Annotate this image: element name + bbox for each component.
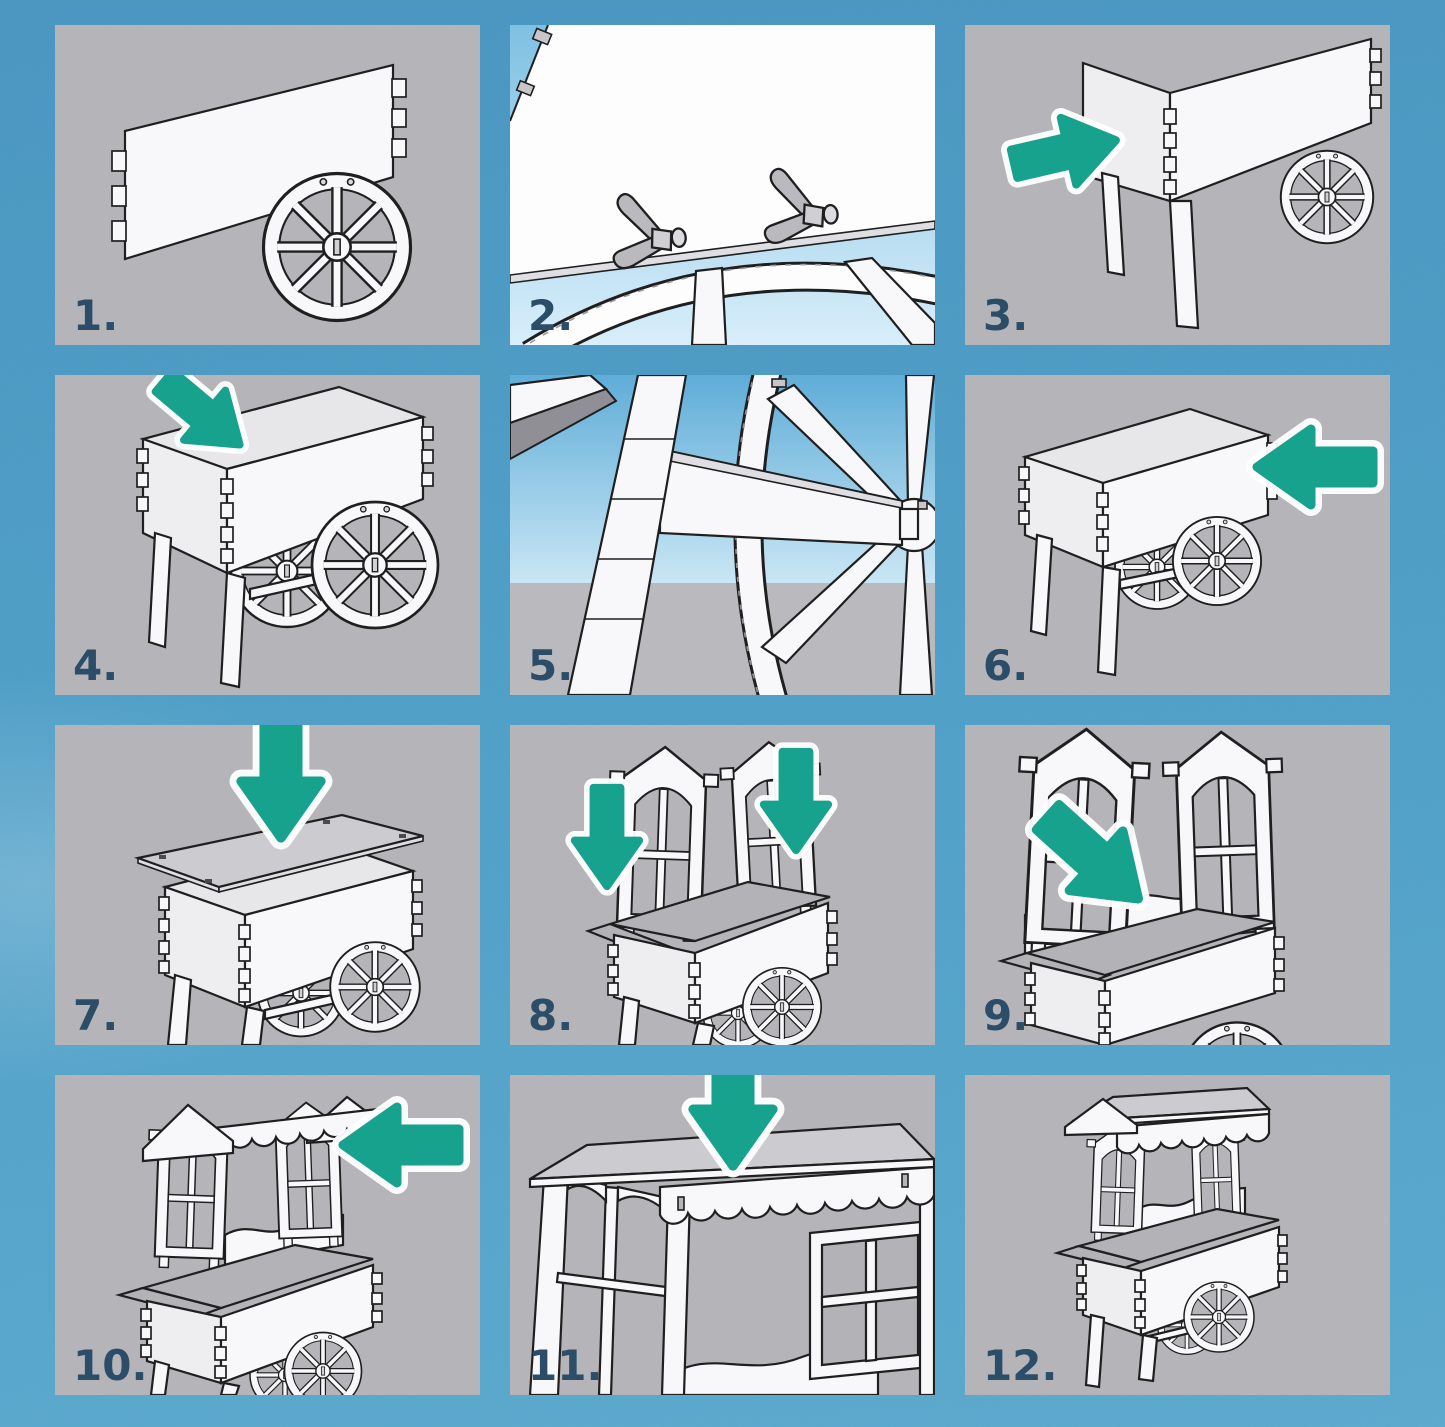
peg-slot — [901, 1173, 909, 1188]
step-9-illustration — [965, 725, 1390, 1045]
step-1-illustration — [55, 25, 480, 345]
step-7-illustration — [55, 725, 480, 1045]
wagon-wheel-part — [264, 174, 411, 321]
cart-leg — [166, 973, 193, 1045]
step-1-number: 1. — [73, 291, 119, 340]
step-4-illustration — [55, 375, 480, 695]
step-panel-8: 8. — [510, 725, 935, 1045]
step-panel-11: 11. — [510, 1075, 935, 1395]
step-panel-9: 9. — [965, 725, 1390, 1045]
step-10-number: 10. — [73, 1341, 148, 1390]
step-panel-2: 2. — [510, 25, 935, 345]
step-3-illustration — [965, 25, 1390, 345]
cart-leg — [1029, 533, 1054, 637]
step-9-number: 9. — [983, 991, 1029, 1040]
step-8-number: 8. — [528, 991, 574, 1040]
cart-side-board-part — [111, 63, 407, 261]
step-3-number: 3. — [983, 291, 1029, 340]
cart-box-base — [1076, 1225, 1288, 1389]
step-panel-5: 5. — [510, 375, 935, 695]
step-panel-1: 1. — [55, 25, 480, 345]
fastener-clip — [515, 79, 536, 97]
cart-box-base — [1024, 926, 1285, 1045]
step-5-illustration — [510, 375, 935, 695]
step-4-number: 4. — [73, 641, 119, 690]
edge-on-wheel — [566, 375, 688, 695]
cart-leg — [617, 995, 641, 1045]
axle-beam-closeup — [658, 447, 928, 547]
near-wheel — [743, 968, 821, 1045]
step-7-number: 7. — [73, 991, 119, 1040]
step-11-number: 11. — [528, 1341, 603, 1390]
scalloped-valance — [1115, 1112, 1271, 1155]
step-5-number: 5. — [528, 641, 574, 690]
near-wheel — [1173, 517, 1261, 605]
corner-post — [660, 1195, 692, 1395]
canopy-structure — [528, 1165, 935, 1395]
step-panel-3: 3. — [965, 25, 1390, 345]
near-wheel — [312, 502, 438, 628]
cart-leg — [219, 1381, 241, 1395]
cart-leg — [240, 1005, 266, 1045]
cart-leg — [149, 1359, 171, 1395]
step-panel-12: 12. — [965, 1075, 1390, 1395]
near-wheel — [330, 942, 420, 1032]
step-panel-6: 6. — [965, 375, 1390, 695]
step-11-illustration — [510, 1075, 935, 1395]
cart-box-base — [607, 901, 838, 1045]
panel-corner-top-left — [510, 375, 618, 461]
step-12-number: 12. — [983, 1341, 1058, 1390]
cart-box-assembly — [1018, 407, 1278, 677]
wagon-wheel-part — [1281, 151, 1373, 243]
step-12-illustration — [965, 1075, 1390, 1395]
peg-slot — [677, 1196, 685, 1211]
cart-leg — [1168, 199, 1200, 330]
step-8-illustration — [510, 725, 935, 1045]
axle-tab — [898, 507, 920, 541]
step-2-illustration — [510, 25, 935, 345]
wheel-rim-and-spokes — [522, 256, 935, 345]
fastener-clip — [531, 27, 553, 46]
cart-box-assembly — [136, 385, 434, 689]
fastener-clip — [771, 378, 787, 388]
step-panel-10: 10. — [55, 1075, 480, 1395]
step-6-number: 6. — [983, 641, 1029, 690]
roof-gable — [141, 1103, 235, 1163]
cart-box-base — [140, 1263, 383, 1395]
step-panel-7: 7. — [55, 725, 480, 1045]
step-panel-4: 4. — [55, 375, 480, 695]
side-window — [808, 1219, 932, 1381]
step-2-number: 2. — [528, 291, 574, 340]
cart-leg — [1084, 1313, 1106, 1389]
cart-leg — [219, 571, 247, 689]
cart-box-assembly — [158, 841, 423, 1045]
roof-assembly — [1063, 1086, 1272, 1155]
cart-leg — [691, 1021, 716, 1045]
near-wheel — [1184, 1282, 1254, 1352]
cart-leg — [147, 531, 173, 649]
scalloped-valance — [658, 1165, 935, 1225]
step-10-illustration — [55, 1075, 480, 1395]
cart-leg — [1137, 1333, 1159, 1383]
roof-gable — [1063, 1097, 1139, 1137]
cart-leg — [1096, 565, 1122, 677]
step-6-illustration — [965, 375, 1390, 695]
cart-leg — [1100, 171, 1126, 277]
